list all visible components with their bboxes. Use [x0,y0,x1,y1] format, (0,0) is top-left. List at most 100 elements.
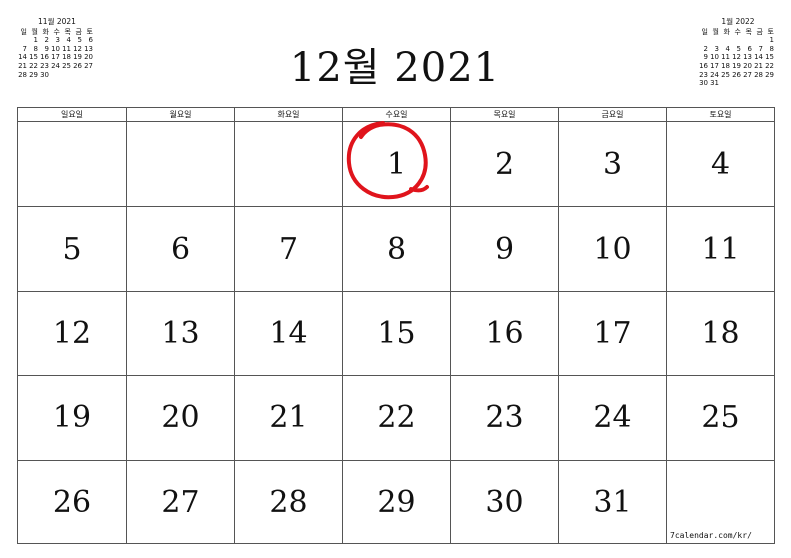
mini-day: 24 [710,70,719,79]
mini-day: 10 [710,53,719,62]
day-cell[interactable]: 23 [450,375,558,460]
day-cell[interactable]: 6 [126,206,234,291]
mini-day: 31 [710,79,719,88]
weekday-header: 화요일 [234,108,342,121]
weekday-header: 토요일 [666,108,774,121]
mini-weekday: 화 [723,27,730,36]
empty-day-cell[interactable] [126,122,234,207]
mini-day: 5 [736,44,741,53]
day-cell[interactable]: 28 [234,459,342,544]
mini-day [731,79,742,88]
mini-day: 19 [73,53,82,62]
mini-day [742,79,753,88]
mini-day: 24 [51,61,60,70]
mini-day [764,79,775,88]
day-cell[interactable]: 3 [558,122,666,207]
day-cell[interactable]: 4 [666,122,774,207]
day-cell[interactable]: 27 [126,459,234,544]
mini-weekday: 수 [53,27,60,36]
day-cell[interactable]: 10 [558,206,666,291]
day-cell[interactable]: 8 [342,206,450,291]
mini-day: 1 [769,36,774,45]
weekday-header: 월요일 [126,108,234,121]
source-url[interactable]: 7calendar.com/kr/ [670,531,752,540]
day-cell[interactable]: 15 [342,290,450,376]
mini-day: 14 [18,53,27,62]
mini-day: 13 [84,44,93,53]
day-cell[interactable]: 29 [342,459,450,544]
mini-day: 5 [77,36,82,45]
mini-weekday: 화 [42,27,49,36]
mini-weekday: 목 [64,27,71,36]
mini-day: 7 [758,44,763,53]
weekday-header: 수요일 [342,108,450,121]
day-cell[interactable]: 13 [126,290,234,376]
mini-weekday: 토 [767,27,774,36]
day-cell[interactable]: 17 [558,290,666,376]
mini-day: 18 [721,61,730,70]
day-cell[interactable]: 30 [450,459,558,544]
mini-day: 29 [765,70,774,79]
day-cell[interactable]: 7 [234,206,342,291]
day-cell[interactable]: 12 [18,290,126,375]
empty-day-cell[interactable] [666,459,774,544]
day-cell[interactable]: 1 [342,122,450,207]
empty-day-cell[interactable] [234,122,342,207]
mini-day: 30 [40,70,49,79]
mini-day: 21 [18,61,27,70]
day-cell[interactable]: 22 [342,375,450,460]
mini-day: 15 [29,53,38,62]
mini-day [753,79,764,88]
mini-day: 20 [84,53,93,62]
day-cell[interactable]: 14 [234,290,342,376]
mini-day [50,71,61,80]
day-cell[interactable]: 9 [450,206,558,291]
day-cell[interactable]: 19 [18,375,126,459]
mini-day [720,36,731,45]
mini-day: 23 [699,70,708,79]
mini-day [72,71,83,80]
mini-day: 27 [84,61,93,70]
mini-day: 28 [754,70,763,79]
mini-day: 23 [40,61,49,70]
day-cell[interactable]: 11 [666,206,774,291]
day-cell[interactable]: 16 [450,290,558,376]
mini-day: 16 [40,53,49,62]
day-cell[interactable]: 24 [558,375,666,460]
day-cell[interactable]: 5 [18,206,126,290]
mini-day: 8 [769,44,774,53]
weekday-header: 일요일 [60,110,84,119]
mini-day: 11 [62,44,71,53]
day-cell[interactable]: 20 [126,375,234,460]
empty-day-cell[interactable] [18,122,126,206]
mini-weekday: 월 [31,27,38,36]
mini-day [742,36,753,45]
mini-day: 17 [51,53,60,62]
mini-day: 15 [765,53,774,62]
weekday-header: 금요일 [558,108,666,121]
mini-day [17,36,28,45]
mini-day: 4 [66,36,71,45]
day-cell[interactable]: 31 [558,459,666,544]
mini-day: 1 [33,36,38,45]
mini-weekday: 일 [701,27,708,36]
weekday-header: 목요일 [450,108,558,121]
mini-day: 14 [754,53,763,62]
day-cell[interactable]: 18 [666,290,774,376]
mini-day: 13 [743,53,752,62]
day-cell[interactable]: 26 [18,459,126,544]
mini-day: 7 [22,44,27,53]
mini-day: 9 [703,53,708,62]
mini-day: 2 [703,44,708,53]
day-cell[interactable]: 2 [450,122,558,207]
day-cell[interactable]: 21 [234,375,342,460]
day-cell[interactable]: 25 [666,375,774,460]
mini-day: 21 [754,61,763,70]
mini-day: 29 [29,70,38,79]
